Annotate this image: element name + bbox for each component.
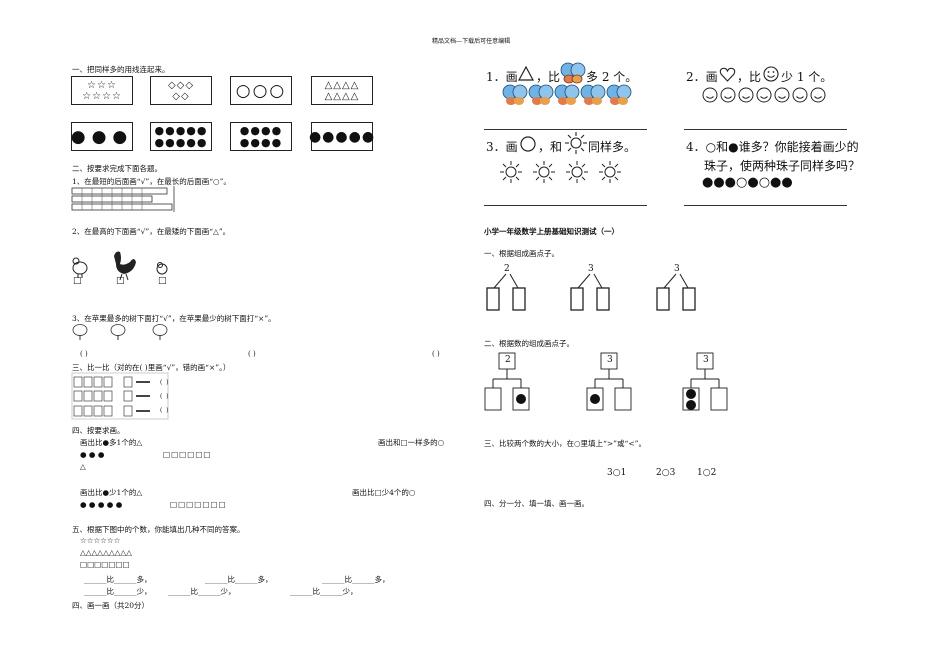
rulers-illustration <box>71 186 175 212</box>
q4-title: 四、按要求画。 <box>72 426 125 435</box>
answer-paren[interactable]: ( ) <box>80 350 88 358</box>
q5-fill[interactable]: ______比______多， <box>322 575 390 584</box>
hen-icon <box>72 257 88 278</box>
cell4-line2: 珠子，使两种珠子同样多吗？ <box>704 159 861 173</box>
q4-c-dots: ● ● ● ● ● <box>80 500 123 509</box>
q2-title: 二、按要求完成下面各题。 <box>72 164 162 173</box>
q3-title: 三、比一比（对的在( )里画“√”，错的画“×”。） <box>72 363 231 372</box>
circle-box: ○○○ <box>230 76 292 105</box>
q5-fill[interactable]: ______比______多， <box>84 575 152 584</box>
q4-b-label: 画出和□一样多的○ <box>378 438 445 447</box>
s4-title: 四、分一分、填一填、画一画。 <box>484 499 589 508</box>
q4-a-label: 画出比●多1个的△ <box>80 438 143 447</box>
sun-icon <box>565 132 587 154</box>
divider <box>484 205 647 206</box>
q2-item3: 3、在苹果最多的树下面打“√”，在苹果最少的树下面打“×”。 <box>72 314 276 323</box>
q4-d-label: 画出比□少4个的○ <box>352 488 416 497</box>
cell2-mid: ，比 <box>737 70 762 84</box>
tree-number: 3 <box>703 355 709 365</box>
tree-number: 3 <box>674 264 680 274</box>
dot-box-8: ●●●● ●●●● <box>230 122 292 151</box>
q2-item1: 1、在最短的后面画“√”，在最长的后面画“○”。 <box>72 177 231 186</box>
q3-parens[interactable]: ( ) ( ) ( ) <box>160 379 169 414</box>
dot-box-3: ●●● <box>71 122 133 151</box>
cell3-mid: ，和 <box>538 140 563 154</box>
q4-a-dots: ● ● ● <box>80 450 105 459</box>
q4-c-label: 画出比●少1个的△ <box>80 488 143 497</box>
q5-fill[interactable]: ______比______多， <box>205 575 273 584</box>
answer-paren[interactable]: ( ) <box>432 350 440 358</box>
rooster-icon <box>114 251 136 281</box>
smiley-row <box>702 87 826 103</box>
cell2-prefix: 2．画 <box>686 70 718 84</box>
cell3-suffix: 同样多。 <box>588 140 637 154</box>
number-tree <box>484 352 530 411</box>
q6-title: 四、画一画（共20分） <box>72 601 150 610</box>
sun-row <box>500 161 621 183</box>
composition-tree <box>570 273 610 311</box>
dot-box-10: ●●●●● ●●●●● <box>150 122 212 151</box>
s3-title: 三、比较两个数的大小，在○里填上“>”或“<”。 <box>484 439 646 448</box>
triangle-icon <box>517 65 535 81</box>
q5-fill[interactable]: ______比______少， <box>168 587 236 596</box>
compare-item[interactable]: 1○2 <box>697 468 717 478</box>
document-header: 精品文档---下载后可任意编辑 <box>432 38 511 45</box>
cell4-line1: 4．○和●谁多？你能接着画少的 <box>686 140 859 154</box>
q5-fill[interactable]: ______比______少， <box>290 587 358 596</box>
answer-box[interactable]: □ <box>73 276 82 286</box>
cell1-mid: ，比 <box>536 70 561 84</box>
cell3-prefix: 3．画 <box>486 140 518 154</box>
tree-number: 3 <box>588 264 594 274</box>
divider <box>484 129 647 130</box>
q4-a-squares: □□□□□□ <box>163 450 212 459</box>
q2-item2: 2、在最高的下面画“√”，在最矮的下面画“△”。 <box>72 227 231 236</box>
tree-number: 2 <box>504 264 510 274</box>
triangle-box: △△△△ △△△△ <box>311 76 373 105</box>
tree-number: 3 <box>607 355 613 365</box>
dot-box-5: ●●●●● <box>309 122 374 151</box>
tree-number: 2 <box>505 355 511 365</box>
q1-title: 一、把同样多的用线连起来。 <box>72 65 170 74</box>
q5-fill[interactable]: ______比______少， <box>84 587 152 596</box>
q5-stars: ☆☆☆☆☆☆ <box>80 536 121 545</box>
chick-icon <box>156 262 168 275</box>
star-box: ☆☆☆ ☆☆☆☆ <box>71 76 133 105</box>
apple-tree-icon <box>110 324 126 340</box>
composition-tree <box>656 273 696 311</box>
s2-title: 二、根据数的组成画点子。 <box>484 339 574 348</box>
apple-tree-icon <box>152 324 168 340</box>
number-tree <box>586 352 632 411</box>
smiley-icon <box>763 66 779 82</box>
answer-paren[interactable]: ( ) <box>248 350 256 358</box>
number-tree <box>682 352 728 411</box>
diamond-box: ◇◇◇ ◇◇ <box>150 76 212 105</box>
composition-tree <box>486 273 526 311</box>
circle-icon <box>520 136 536 152</box>
cell1-suffix: 多 2 个。 <box>586 70 638 84</box>
compare-item[interactable]: 3○1 <box>607 468 627 478</box>
cell1-prefix: 1．画 <box>486 70 518 84</box>
q5-title: 五、根据下图中的个数，你能填出几种不同的答案。 <box>72 525 245 534</box>
butterfly-row <box>502 84 632 105</box>
apple-tree-icon <box>72 324 88 340</box>
butterfly-icon <box>560 62 586 84</box>
s1-title: 一、根据组成画点子。 <box>484 249 559 258</box>
q5-triangles: △△△△△△△△△ <box>80 548 132 557</box>
test-title: 小学一年级数学上册基础知识测试（一） <box>484 227 619 236</box>
q5-squares: □□□□□□□ <box>80 560 130 569</box>
answer-box[interactable]: □ <box>158 276 167 286</box>
q4-c-squares: □□□□□□□ <box>170 500 227 509</box>
cell2-suffix: 少 1 个。 <box>781 70 833 84</box>
heart-icon <box>719 67 736 82</box>
compare-item[interactable]: 2○3 <box>656 468 676 478</box>
q4-a-triangle: △ <box>80 462 86 471</box>
comparison-illustration <box>71 372 169 420</box>
divider <box>684 129 847 130</box>
divider <box>684 205 847 206</box>
bead-sequence: ●●●○●○●● <box>702 175 793 190</box>
answer-box[interactable]: □ <box>116 276 125 286</box>
